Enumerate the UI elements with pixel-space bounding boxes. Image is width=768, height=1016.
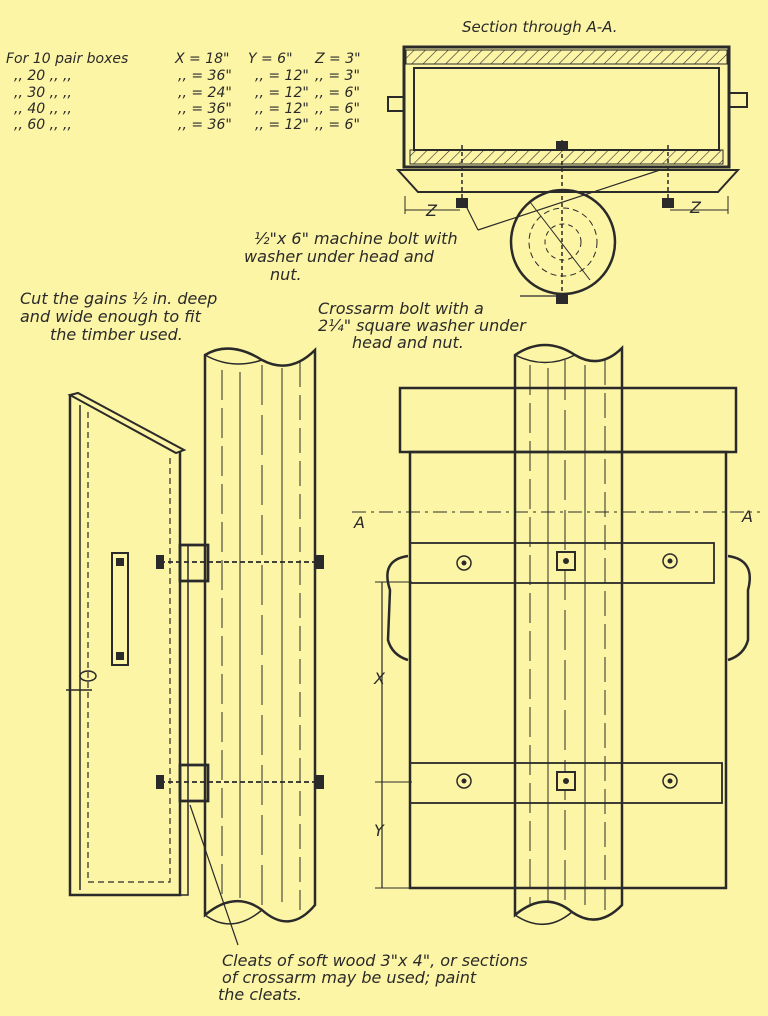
crossarm-bolt-callout: Crossarm bolt with a 2¼" square washer u…: [318, 299, 527, 352]
gains-line-2: and wide enough to fit: [20, 307, 202, 326]
section-view: Z Z: [387, 45, 748, 304]
table-row-5-col-1: ,, 60 ,, ,,: [14, 117, 72, 133]
table-row-5-col-2: ,, = 36": [178, 117, 232, 133]
cleats-callout: Cleats of soft wood 3"x 4", or sections …: [218, 951, 528, 1004]
table-row-5-col-3: ,, = 12": [255, 117, 309, 133]
table-row-5-col-4: ,, = 6": [315, 117, 360, 133]
crossarm-line-3: head and nut.: [352, 333, 464, 352]
table-row-2-col-1: ,, 20 ,, ,,: [14, 68, 72, 84]
machine-bolt-callout: ½"x 6" machine bolt with washer under he…: [244, 229, 458, 284]
cleats-line-3: the cleats.: [218, 985, 302, 1004]
gains-line-3: the timber used.: [50, 325, 183, 344]
pole-front: [513, 343, 624, 926]
table-row-3-col-4: ,, = 6": [315, 85, 360, 101]
dim-y: Y: [374, 821, 385, 840]
section-title: Section through A-A.: [462, 18, 618, 36]
dim-z-left: Z: [425, 201, 438, 220]
cleats-line-2: of crossarm may be used; paint: [222, 968, 477, 987]
dim-x: X: [373, 669, 386, 688]
table-row-3-col-3: ,, = 12": [255, 85, 309, 101]
table-row-2-col-2: ,, = 36": [178, 68, 232, 84]
table-row-1-col-2: X = 18": [174, 51, 229, 67]
crossarm-line-1: Crossarm bolt with a: [318, 299, 484, 318]
table-row-1-col-3: Y = 6": [248, 51, 293, 67]
table-row-1-col-1: For 10 pair boxes: [6, 51, 128, 67]
crossarm-line-2: 2¼" square washer under: [318, 316, 527, 335]
machine-bolt-line-2: washer under head and: [244, 247, 435, 266]
pole-side: [160, 346, 322, 946]
size-table: For 10 pair boxes X = 18" Y = 6" Z = 3" …: [6, 51, 361, 133]
table-row-2-col-4: ,, = 3": [315, 68, 360, 84]
gains-line-1: Cut the gains ½ in. deep: [20, 289, 217, 308]
cleats-line-1: Cleats of soft wood 3"x 4", or sections: [222, 951, 528, 970]
section-mark-right: A: [741, 507, 753, 526]
table-row-3-col-2: ,, = 24": [178, 85, 232, 101]
table-row-3-col-1: ,, 30 ,, ,,: [14, 85, 72, 101]
table-row-2-col-3: ,, = 12": [255, 68, 309, 84]
front-view: A A X Y: [352, 386, 760, 890]
table-row-4-col-4: ,, = 6": [315, 101, 360, 117]
gains-callout: Cut the gains ½ in. deep and wide enough…: [20, 289, 217, 344]
table-row-4-col-3: ,, = 12": [255, 101, 309, 117]
table-row-4-col-1: ,, 40 ,, ,,: [14, 101, 72, 117]
machine-bolt-line-3: nut.: [270, 265, 302, 284]
table-row-1-col-4: Z = 3": [314, 51, 361, 67]
dim-z-right: Z: [689, 198, 702, 217]
section-mark-left: A: [353, 513, 365, 532]
table-row-4-col-2: ,, = 36": [178, 101, 232, 117]
machine-bolt-line-1: ½"x 6" machine bolt with: [254, 229, 458, 248]
